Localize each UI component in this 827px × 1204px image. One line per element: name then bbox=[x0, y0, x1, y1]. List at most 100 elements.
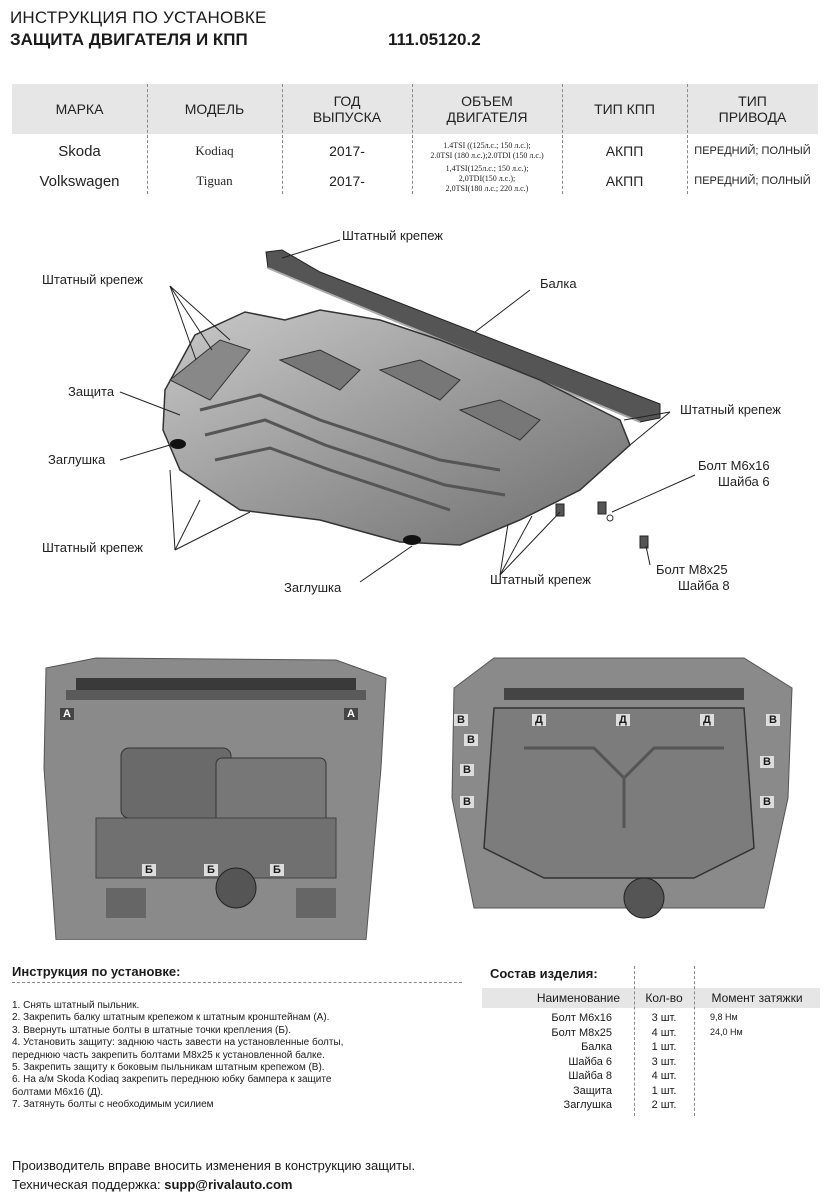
list-item: 2. Закрепить балку штатным крепежом к шт… bbox=[12, 1012, 330, 1024]
instructions-list: 1. Снять штатный пыльник. 2. Закрепить б… bbox=[12, 1000, 462, 1112]
list-item: 4. Установить защиту: заднюю часть завес… bbox=[12, 1037, 344, 1049]
item-qty: 3 шт. bbox=[651, 1055, 677, 1068]
marker-b: Б bbox=[142, 864, 156, 876]
label-std-fastener-bottom-left: Штатный крепеж bbox=[42, 540, 143, 555]
label-washer-8: Шайба 8 bbox=[678, 578, 730, 593]
marker-v: В bbox=[760, 796, 774, 808]
marker-v: В bbox=[454, 714, 468, 726]
item-torque: 24,0 Нм bbox=[710, 1026, 743, 1037]
header-brand: МАРКА bbox=[12, 84, 147, 134]
photo-guard-installed: В В В В В В В Д Д Д bbox=[444, 648, 798, 940]
label-plug-bottom: Заглушка bbox=[284, 580, 342, 595]
table-row: Шайба 6 3 шт. bbox=[482, 1056, 820, 1071]
year-cell: 2017- bbox=[329, 143, 365, 159]
list-item: 3. Ввернуть штатные болты в штатные точк… bbox=[12, 1024, 292, 1036]
marker-d: Д bbox=[532, 714, 546, 726]
marker-v: В bbox=[766, 714, 780, 726]
plug-hole bbox=[403, 535, 421, 545]
model-cell: Kodiaq bbox=[195, 143, 234, 158]
marker-d: Д bbox=[616, 714, 630, 726]
label-bolt-m6: Болт М6х16 bbox=[698, 458, 770, 473]
engine-line: 2.0TSI (180 л.с.);2.0TDI (150 л.с.) bbox=[430, 151, 544, 160]
header-name: Наименование bbox=[536, 991, 620, 1005]
support-line: Техническая поддержка: supp@rivalauto.co… bbox=[12, 1177, 292, 1192]
drive-cell: ПЕРЕДНИЙ; ПОЛНЫЙ bbox=[694, 145, 811, 157]
item-qty: 2 шт. bbox=[651, 1099, 677, 1111]
photo-engine-bay: А А Б Б Б bbox=[36, 648, 390, 941]
table-row: Болт М8х25 4 шт. 24,0 Нм bbox=[482, 1027, 820, 1042]
marker-b: Б bbox=[270, 864, 284, 876]
marker-b: Б bbox=[204, 864, 218, 876]
label-std-fastener-bottom-right: Штатный крепеж bbox=[490, 572, 591, 587]
label-plug-left: Заглушка bbox=[48, 452, 106, 467]
marker-v: В bbox=[460, 796, 474, 808]
column-divider bbox=[634, 966, 635, 1116]
item-qty: 1 шт. bbox=[651, 1041, 677, 1053]
list-item: 7. Затянуть болты с необходимым усилием bbox=[12, 1099, 214, 1111]
item-name: Защита bbox=[573, 1084, 612, 1097]
composition-header: Наименование Кол-во Момент затяжки bbox=[482, 988, 820, 1008]
table-row: Балка 1 шт. bbox=[482, 1041, 820, 1056]
item-qty: 1 шт. bbox=[651, 1084, 677, 1097]
engine-line: 1.4TSI ((125л.с.; 150 л.с.); bbox=[443, 141, 531, 150]
item-name: Болт М8х25 bbox=[551, 1026, 612, 1039]
header-qty: Кол-во bbox=[645, 991, 683, 1005]
label-std-fastener-right: Штатный крепеж bbox=[680, 402, 781, 417]
item-qty: 4 шт. bbox=[651, 1026, 677, 1039]
support-label: Техническая поддержка: bbox=[12, 1177, 161, 1192]
engine-line: 2,0TSI(180 л.с.; 220 л.с.) bbox=[445, 184, 529, 193]
brand-cell: Volkswagen bbox=[39, 172, 120, 190]
plug-hole bbox=[170, 439, 186, 449]
header-brand-text: МАРКА bbox=[55, 101, 104, 117]
guard-installed-render bbox=[444, 648, 798, 940]
item-torque: 9,8 Нм bbox=[710, 1012, 738, 1022]
header-model-text: МОДЕЛЬ bbox=[184, 101, 245, 117]
gearbox-cell: АКПП bbox=[605, 173, 644, 189]
list-item: 6. На а/м Skoda Kodiaq закрепить передню… bbox=[12, 1074, 332, 1086]
gearbox-cell: АКПП bbox=[605, 143, 644, 159]
engine-cell: 1.4TSI ((125л.с.; 150 л.с.); 2.0TSI (180… bbox=[412, 136, 562, 166]
composition-title: Состав изделия: bbox=[490, 966, 598, 981]
column-divider bbox=[147, 84, 148, 194]
year-cell: 2017- bbox=[329, 173, 365, 189]
doc-heading: ИНСТРУКЦИЯ ПО УСТАНОВКЕ bbox=[10, 8, 267, 27]
guard-assembly-drawing bbox=[119, 239, 696, 583]
engine-line: 1,4TSI(125л.с.; 150 л.с.); bbox=[445, 164, 529, 173]
header-engine-text: ОБЪЕМ ДВИГАТЕЛЯ bbox=[446, 93, 528, 125]
table-row: Skoda Kodiaq 2017- 1.4TSI ((125л.с.; 150… bbox=[12, 136, 818, 166]
header-gearbox-text: ТИП КПП bbox=[594, 101, 655, 117]
marker-a: А bbox=[344, 708, 358, 720]
item-name: Шайба 8 bbox=[568, 1070, 612, 1082]
list-item: болтами М6х16 (Д). bbox=[12, 1086, 104, 1098]
vehicle-table: МАРКА МОДЕЛЬ ГОД ВЫПУСКА ОБЪЕМ ДВИГАТЕЛЯ… bbox=[12, 84, 818, 194]
header-model: МОДЕЛЬ bbox=[147, 84, 282, 134]
vehicle-table-header: МАРКА МОДЕЛЬ ГОД ВЫПУСКА ОБЪЕМ ДВИГАТЕЛЯ… bbox=[12, 84, 818, 134]
item-qty: 3 шт. bbox=[651, 1012, 677, 1024]
engine-cell: 1,4TSI(125л.с.; 150 л.с.); 2,0TDI(150 л.… bbox=[412, 164, 562, 194]
product-code: 111.05120.2 bbox=[388, 30, 481, 49]
header-year-text: ГОД ВЫПУСКА bbox=[312, 93, 382, 125]
list-item: переднюю часть закрепить болтами М8х25 к… bbox=[12, 1049, 325, 1061]
table-row: Volkswagen Tiguan 2017- 1,4TSI(125л.с.; … bbox=[12, 164, 818, 196]
label-beam: Балка bbox=[540, 276, 577, 291]
exploded-diagram: Штатный крепеж Штатный крепеж Балка Защи… bbox=[20, 220, 810, 610]
support-email-link[interactable]: supp@rivalauto.com bbox=[164, 1177, 293, 1192]
manufacturer-note: Производитель вправе вносить изменения в… bbox=[12, 1158, 416, 1173]
item-name: Шайба 6 bbox=[568, 1055, 612, 1068]
marker-v: В bbox=[464, 734, 478, 746]
label-std-fastener-top: Штатный крепеж bbox=[342, 228, 443, 243]
table-row: Защита 1 шт. bbox=[482, 1085, 820, 1100]
header-engine: ОБЪЕМ ДВИГАТЕЛЯ bbox=[412, 84, 562, 134]
header-torque: Момент затяжки bbox=[711, 991, 803, 1005]
label-washer-6: Шайба 6 bbox=[718, 474, 770, 489]
column-divider bbox=[694, 966, 695, 1116]
table-row: Заглушка 2 шт. bbox=[482, 1099, 820, 1114]
brand-cell: Skoda bbox=[58, 142, 101, 160]
label-bolt-m8: Болт М8х25 bbox=[656, 562, 728, 577]
item-name: Балка bbox=[581, 1041, 612, 1053]
list-item: 1. Снять штатный пыльник. bbox=[12, 1000, 140, 1011]
column-divider bbox=[687, 84, 688, 194]
header-drive-text: ТИП ПРИВОДА bbox=[718, 93, 787, 125]
table-row: Болт М6х16 3 шт. 9,8 Нм bbox=[482, 1012, 820, 1027]
marker-a: А bbox=[60, 708, 74, 720]
